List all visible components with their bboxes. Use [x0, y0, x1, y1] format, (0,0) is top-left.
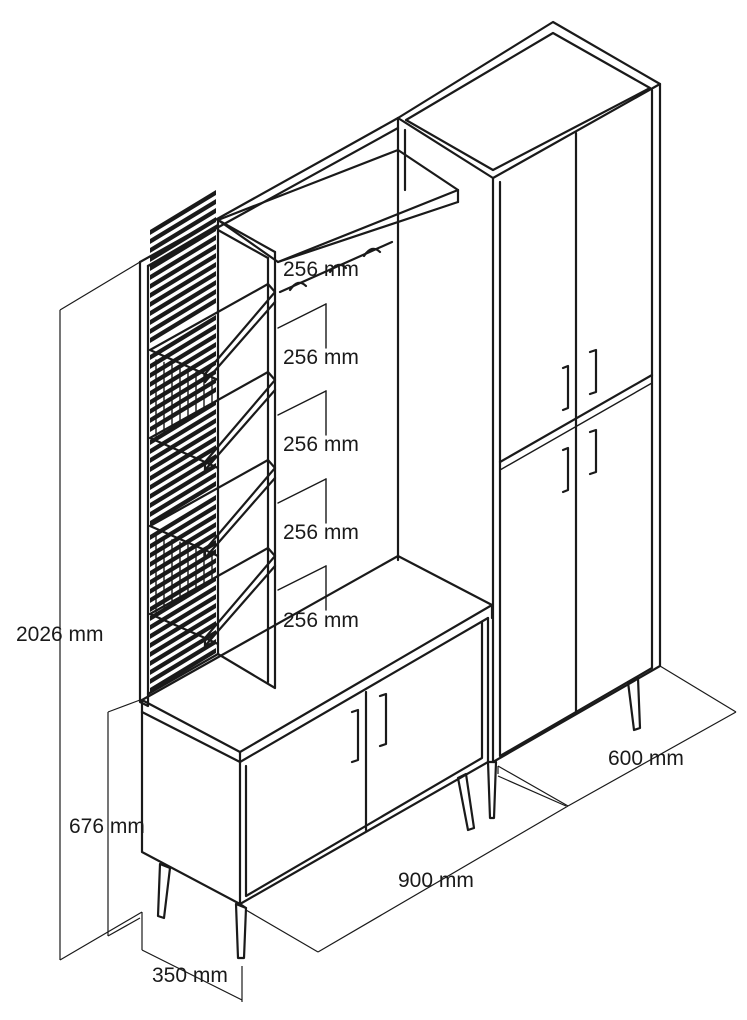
shelf-spacing-label-3: 256 mm [283, 433, 359, 456]
slat [150, 558, 216, 603]
base-cabinet-handles [350, 692, 388, 764]
slat [150, 540, 216, 585]
slat [150, 549, 216, 594]
base-cabinet [140, 554, 494, 960]
shelf-spacing-label-1: 256 mm [283, 258, 359, 281]
slat [150, 409, 216, 454]
slat [150, 603, 216, 648]
dimension-lines [59, 261, 737, 1002]
slat [150, 594, 216, 639]
shelf-guide [277, 478, 327, 504]
slat [150, 481, 216, 526]
slat [150, 280, 216, 325]
shelf-guide [277, 565, 327, 591]
slat [150, 262, 216, 307]
slat [150, 648, 216, 693]
tall-cabinet-handles [561, 348, 598, 494]
slat [150, 333, 216, 378]
slat [150, 495, 216, 540]
slat [150, 244, 216, 289]
slat [150, 567, 216, 612]
shelf-spacing-label-5: 256 mm [283, 609, 359, 632]
slat [150, 418, 216, 463]
width-label: 900 mm [398, 869, 474, 892]
slat [150, 315, 216, 360]
slat [150, 504, 216, 549]
column-shelf-edge [203, 548, 220, 558]
slatted-side-panel [138, 190, 220, 708]
column-shelf-edge [203, 372, 220, 382]
slat [150, 271, 216, 316]
slat [150, 351, 216, 396]
tall-cabinet-depth-label: 600 mm [608, 747, 684, 770]
tall-wardrobe-cabinet [396, 20, 662, 820]
column-shelf [148, 282, 277, 376]
slat [150, 472, 216, 517]
slat [150, 253, 216, 298]
slat [150, 298, 216, 343]
base-height-label: 676 mm [69, 815, 145, 838]
total-height-label: 2026 mm [16, 623, 104, 646]
slat [150, 454, 216, 499]
dimension-labels: 2026 mm 676 mm 350 mm 900 mm 600 mm 256 … [16, 258, 684, 987]
shelf-spacing-label-4: 256 mm [283, 521, 359, 544]
shelf-spacing-label-2: 256 mm [283, 346, 359, 369]
shelf-guide [277, 390, 327, 416]
column-shelf [148, 458, 277, 552]
depth-label: 350 mm [152, 964, 228, 987]
slat [150, 387, 216, 432]
slat [150, 522, 216, 567]
column-shelf [148, 370, 277, 464]
slat [150, 445, 216, 490]
slat [150, 463, 216, 508]
slat [150, 217, 216, 262]
slat [150, 630, 216, 675]
slat [150, 513, 216, 558]
column-shelf-edge [203, 564, 277, 648]
slat [150, 369, 216, 414]
slat [150, 190, 216, 235]
slat [150, 235, 216, 280]
shelf-guide [277, 303, 327, 329]
shelf-column [148, 218, 327, 690]
slat [150, 378, 216, 423]
slat [150, 208, 216, 253]
slat [150, 226, 216, 271]
column-shelf-edge [203, 636, 220, 646]
column-shelf-edge [203, 460, 220, 470]
slat [150, 427, 216, 472]
slat [150, 436, 216, 481]
slat [150, 531, 216, 576]
slat [150, 639, 216, 684]
slat [150, 199, 216, 244]
column-shelf [148, 546, 277, 640]
slat [150, 621, 216, 666]
column-shelf-edge [203, 476, 277, 560]
slat [150, 612, 216, 657]
slat [150, 289, 216, 334]
slat [150, 585, 216, 630]
column-shelf-edge [203, 388, 277, 472]
coat-hooks [278, 240, 394, 294]
column-shelf-edge [203, 300, 277, 384]
